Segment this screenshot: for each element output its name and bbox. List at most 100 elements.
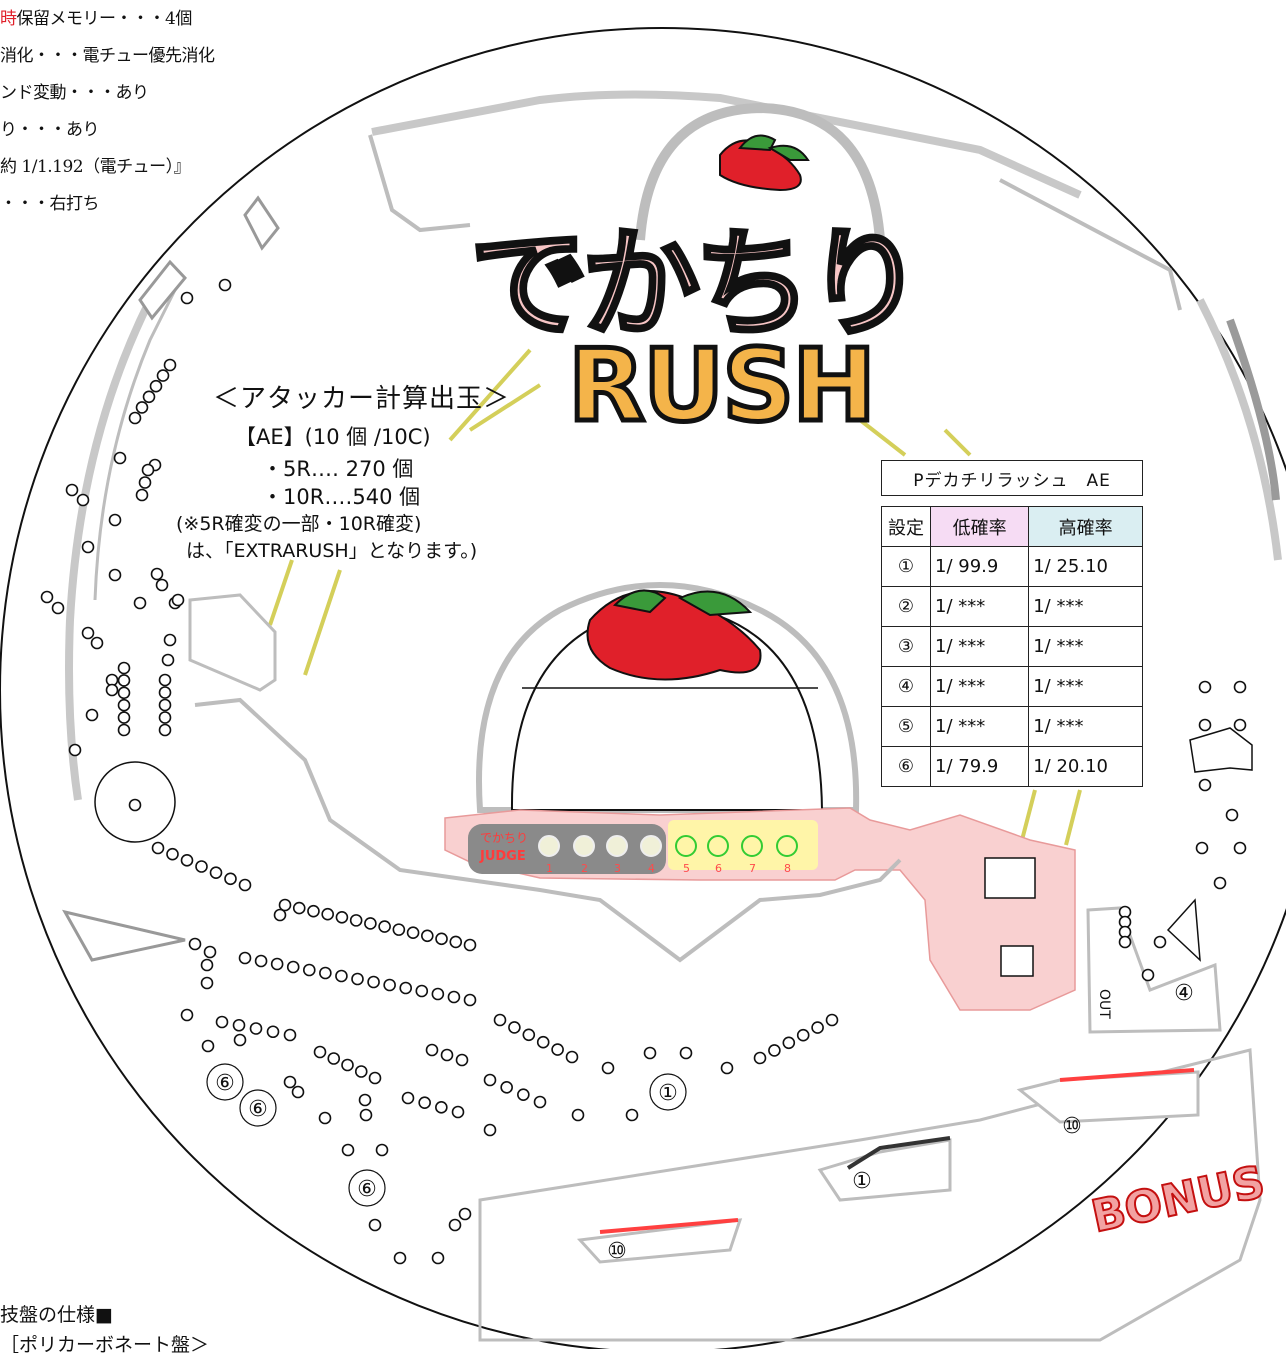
- pin: [166, 847, 179, 861]
- svg-text:JUDGE: JUDGE: [479, 849, 526, 864]
- pin: [435, 932, 448, 946]
- svg-text:OUT: OUT: [1096, 989, 1112, 1019]
- pin: [401, 1091, 415, 1105]
- pin: [313, 1045, 327, 1059]
- pin: [483, 1123, 497, 1137]
- row-high: 1/ ***: [1028, 666, 1143, 707]
- pin: [448, 1218, 462, 1232]
- row-low: 1/ 79.9: [929, 746, 1030, 787]
- row-low: 1/ 99.9: [929, 546, 1030, 587]
- pin: [1233, 841, 1247, 855]
- pin: [364, 917, 377, 930]
- judge-slot-number: 3: [614, 862, 621, 875]
- pin: [117, 686, 131, 700]
- pin: [418, 1096, 431, 1109]
- pin: [435, 1101, 448, 1114]
- judge-slot: [707, 835, 729, 857]
- judge-slot: [776, 835, 798, 857]
- row-high: 1/ ***: [1028, 706, 1143, 747]
- pin: [218, 278, 232, 292]
- pin: [483, 1073, 497, 1087]
- pin: [383, 978, 396, 992]
- left-top-block: [138, 259, 187, 321]
- pocket-label: ④: [1174, 981, 1194, 1006]
- pocket-label: ①: [852, 1169, 872, 1194]
- pin: [753, 1051, 767, 1065]
- pin: [393, 1251, 407, 1265]
- pin: [341, 1058, 354, 1072]
- attacker-10r-left: [576, 1218, 743, 1264]
- pin: [117, 674, 131, 687]
- pin: [368, 1071, 382, 1085]
- pin: [375, 1143, 389, 1157]
- pin: [493, 1013, 507, 1027]
- pin: [188, 937, 202, 951]
- pin: [367, 975, 380, 989]
- pin: [463, 993, 477, 1007]
- bottom-spec-1: 技盤の仕様■: [0, 1304, 113, 1326]
- left-side-block: [188, 593, 277, 692]
- pin: [517, 1088, 530, 1101]
- pin: [291, 1085, 305, 1099]
- pin: [238, 951, 252, 965]
- attacker-title: ＜アタッカー計算出玉＞: [213, 384, 511, 414]
- pin: [156, 369, 170, 382]
- pin: [180, 854, 194, 867]
- left-guide-rail: [371, 90, 1082, 199]
- spec-line-1: 時保留メモリー・・・4個: [0, 9, 192, 29]
- judge-slot: [606, 835, 628, 857]
- machine-name: Pデカチリラッシュ AE: [881, 460, 1143, 496]
- attacker-subtitle: 【AE】(10 個 /10C): [235, 425, 431, 449]
- lower-attacker-area: [478, 1048, 1262, 1342]
- pin: [1118, 935, 1132, 949]
- pin: [286, 960, 300, 974]
- judge-slot-number: 4: [648, 862, 655, 875]
- pin: [254, 954, 268, 968]
- pin: [158, 673, 172, 687]
- attacker-5r: ・5R‥‥ 270 個: [262, 457, 414, 481]
- chili-pepper-icon-center: [586, 589, 762, 681]
- pin: [200, 976, 214, 990]
- pin: [180, 1008, 194, 1022]
- pin: [142, 390, 156, 404]
- attacker-10r: ・10R‥‥540 個: [262, 485, 421, 509]
- row-high: 1/ ***: [1028, 586, 1143, 627]
- pin: [51, 601, 65, 615]
- row-low: 1/ ***: [929, 626, 1030, 667]
- outer-rail-top: [368, 134, 471, 233]
- right-pocket-box: [984, 857, 1036, 899]
- pin: [203, 945, 217, 959]
- pin: [449, 935, 463, 949]
- pin: [431, 1251, 445, 1265]
- spec-line-5: 約 1/1.192（電チュー）』: [0, 157, 191, 177]
- pin: [335, 969, 348, 983]
- pin: [1233, 718, 1247, 732]
- row-setting: ④: [881, 666, 931, 707]
- pins: [40, 278, 1247, 1265]
- pin: [341, 1143, 355, 1157]
- pin: [238, 878, 252, 892]
- row-low: 1/ ***: [929, 666, 1030, 707]
- pin: [1233, 680, 1247, 694]
- attacker-note-1: (※5R確変の一部・10R確変): [176, 513, 422, 535]
- pin: [113, 451, 127, 465]
- pin: [266, 1025, 280, 1039]
- pin: [679, 1046, 693, 1060]
- pin: [233, 1033, 247, 1047]
- pin: [1198, 778, 1212, 792]
- pocket-label: ⑥: [215, 1071, 235, 1096]
- pin: [150, 567, 164, 581]
- attacker-10r-right: [1016, 1070, 1200, 1124]
- row-setting: ①: [881, 546, 931, 587]
- judge-slot-number: 1: [546, 862, 553, 875]
- attacker-note-2: は、「EXTRARUSH」となります。): [186, 540, 478, 562]
- pin: [1198, 718, 1212, 732]
- spec-line-6: ・・・右打ち: [0, 194, 100, 214]
- pin: [571, 1108, 585, 1122]
- pin: [117, 723, 131, 737]
